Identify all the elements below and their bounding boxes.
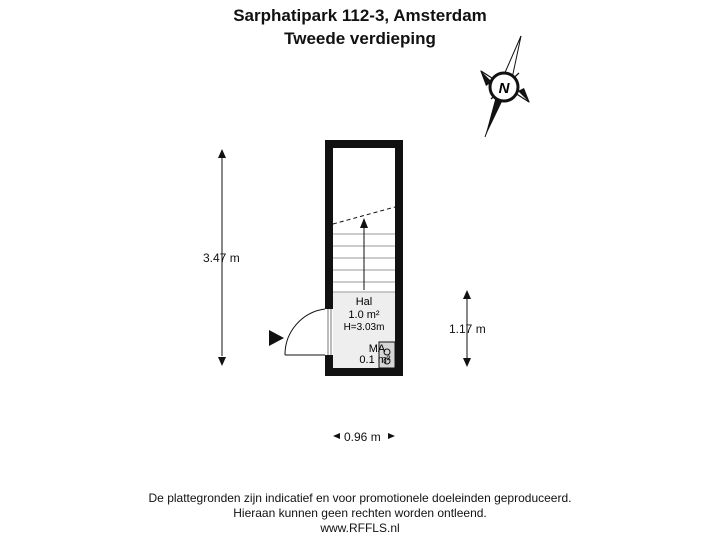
north-arrow-icon: N bbox=[480, 35, 530, 138]
stair-arrow-icon bbox=[360, 218, 368, 228]
room-name-ma: MA bbox=[369, 343, 386, 355]
compass-north-label: N bbox=[499, 80, 511, 97]
dimension-height-hal bbox=[463, 290, 471, 367]
entrance-arrow-icon bbox=[269, 330, 284, 346]
page-title: Sarphatipark 112-3, Amsterdam bbox=[233, 6, 487, 25]
room-name-hal: Hal bbox=[356, 296, 373, 308]
dimension-label-height-total: 3.47 m bbox=[203, 251, 240, 265]
disclaimer-line-1: De plattegronden zijn indicatief en voor… bbox=[148, 491, 572, 505]
room-area-hal: 1.0 m² bbox=[348, 309, 380, 321]
room-ma bbox=[378, 341, 396, 369]
dimension-width bbox=[333, 433, 395, 439]
dimension-label-width: 0.96 m bbox=[344, 430, 381, 444]
door-opening bbox=[325, 309, 333, 355]
room-area-ma: 0.1 m² bbox=[359, 354, 391, 366]
dimension-height-total bbox=[218, 149, 226, 366]
disclaimer-line-2: Hieraan kunnen geen rechten worden ontle… bbox=[233, 506, 487, 520]
door bbox=[284, 308, 326, 356]
website-link[interactable]: www.RFFLS.nl bbox=[320, 521, 400, 535]
floor-subtitle: Tweede verdieping bbox=[284, 29, 436, 48]
room-height-hal: H=3.03m bbox=[344, 322, 385, 333]
dimension-label-height-hal: 1.17 m bbox=[449, 322, 486, 336]
